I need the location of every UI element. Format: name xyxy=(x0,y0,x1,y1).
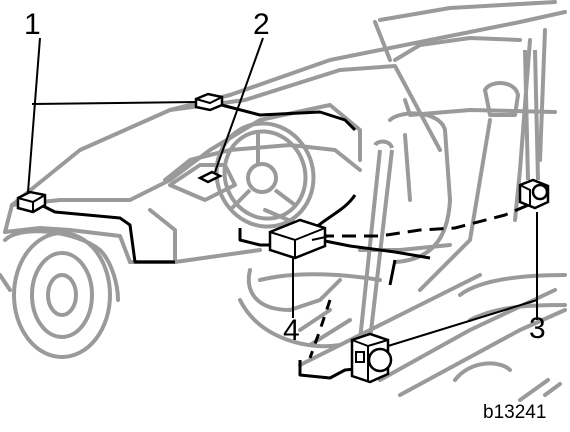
steering-wheel-pad xyxy=(197,170,223,184)
callout-4: 4 xyxy=(283,314,300,347)
sensor-right-front xyxy=(194,92,224,112)
wiring-harness xyxy=(34,100,541,380)
callout-2: 2 xyxy=(253,8,270,41)
callout-1: 1 xyxy=(24,8,41,41)
airbag-sensor-assembly xyxy=(268,218,331,260)
leader-1a xyxy=(27,37,41,193)
sensor-left-front xyxy=(16,190,47,214)
leader-2 xyxy=(214,37,264,173)
figure-code: b13241 xyxy=(483,402,547,423)
steering-wheel xyxy=(214,121,316,229)
front-wheel xyxy=(12,231,112,359)
seat-belt-pretensioner-front xyxy=(350,332,393,384)
leader-3b xyxy=(387,299,538,347)
leader-1b xyxy=(31,101,197,105)
callout-3: 3 xyxy=(529,312,546,345)
seat-belt-pretensioner-rear xyxy=(518,178,550,210)
seat-belts xyxy=(358,49,540,341)
leader-lines xyxy=(27,37,538,347)
